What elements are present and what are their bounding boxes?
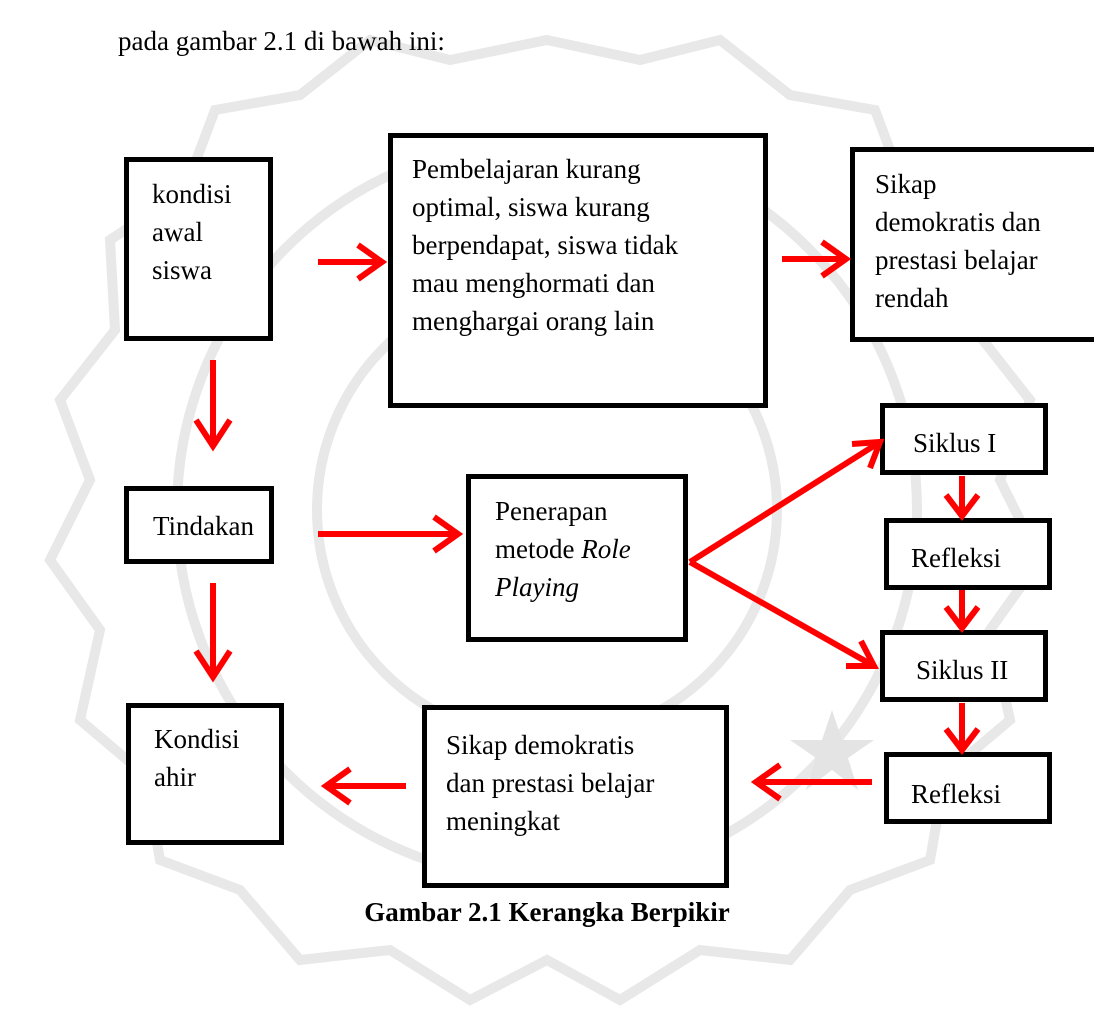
figure-caption: Gambar 2.1 Kerangka Berpikir [364,897,730,927]
box-sikap-rendah: Sikap demokratis dan prestasi belajar re… [850,147,1094,342]
box-line: Sikap demokratis [446,730,635,760]
box-word-italic: Role [581,534,631,564]
box-line: metode Role [495,530,683,568]
box-line: dan prestasi belajar [446,768,655,798]
box-refleksi-2: Refleksi [884,752,1052,824]
box-line: prestasi belajar [875,245,1038,275]
box-line: siswa [152,255,212,285]
box-line: Playing [495,572,579,602]
box-line: menghargai orang lain [412,306,655,336]
intro-text: pada gambar 2.1 di bawah ini: [118,26,445,56]
box-line: demokratis dan [875,207,1041,237]
box-line: optimal, siswa kurang [412,192,650,222]
box-kondisi-ahir: Kondisi ahir [126,703,284,845]
box-line: rendah [875,283,949,313]
box-line: Tindakan [153,511,255,541]
box-line: kondisi [152,179,232,209]
box-line: Penerapan [495,496,608,526]
box-line: awal [152,217,203,247]
box-pembelajaran: Pembelajaran kurang optimal, siswa kuran… [388,133,768,408]
box-sikap-meningkat: Sikap demokratis dan prestasi belajar me… [422,705,729,888]
box-word: metode [495,534,575,564]
box-penerapan: Penerapan metode Role Playing [466,474,688,642]
box-line: Siklus I [913,428,997,458]
box-siklus-1: Siklus I [880,403,1048,475]
box-siklus-2: Siklus II [880,630,1048,702]
box-line: Pembelajaran kurang [412,154,641,184]
box-tindakan: Tindakan [124,486,274,564]
box-line: Refleksi [911,779,1001,809]
box-refleksi-1: Refleksi [884,518,1052,590]
box-line: mau menghormati dan [412,268,655,298]
box-line: berpendapat, siswa tidak [412,230,679,260]
box-line: ahir [154,762,196,792]
box-kondisi-awal: kondisi awal siswa [124,157,273,341]
box-line: meningkat [446,806,560,836]
box-line: Kondisi [154,724,240,754]
box-line: Sikap [875,169,937,199]
box-line: Refleksi [911,543,1001,573]
box-line: Siklus II [916,655,1009,685]
